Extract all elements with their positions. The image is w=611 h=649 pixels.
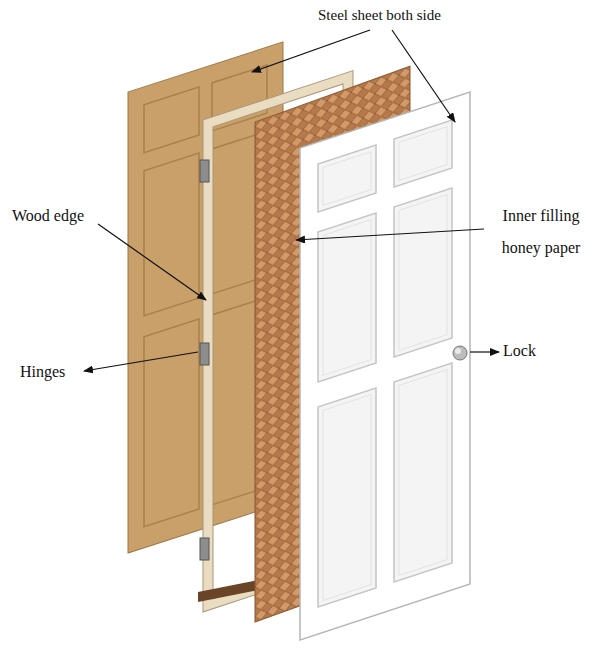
part-label: Lock — [503, 341, 536, 360]
front-sheet — [300, 92, 470, 640]
part-label: Hinges — [20, 362, 65, 381]
part-label: Wood edge — [12, 206, 84, 225]
part-label: Steel sheet both side — [318, 6, 441, 24]
door-lock — [453, 346, 467, 360]
hinge-set — [200, 160, 209, 560]
leader-lines — [84, 30, 499, 371]
part-label: Inner filling honey paper — [486, 200, 596, 264]
